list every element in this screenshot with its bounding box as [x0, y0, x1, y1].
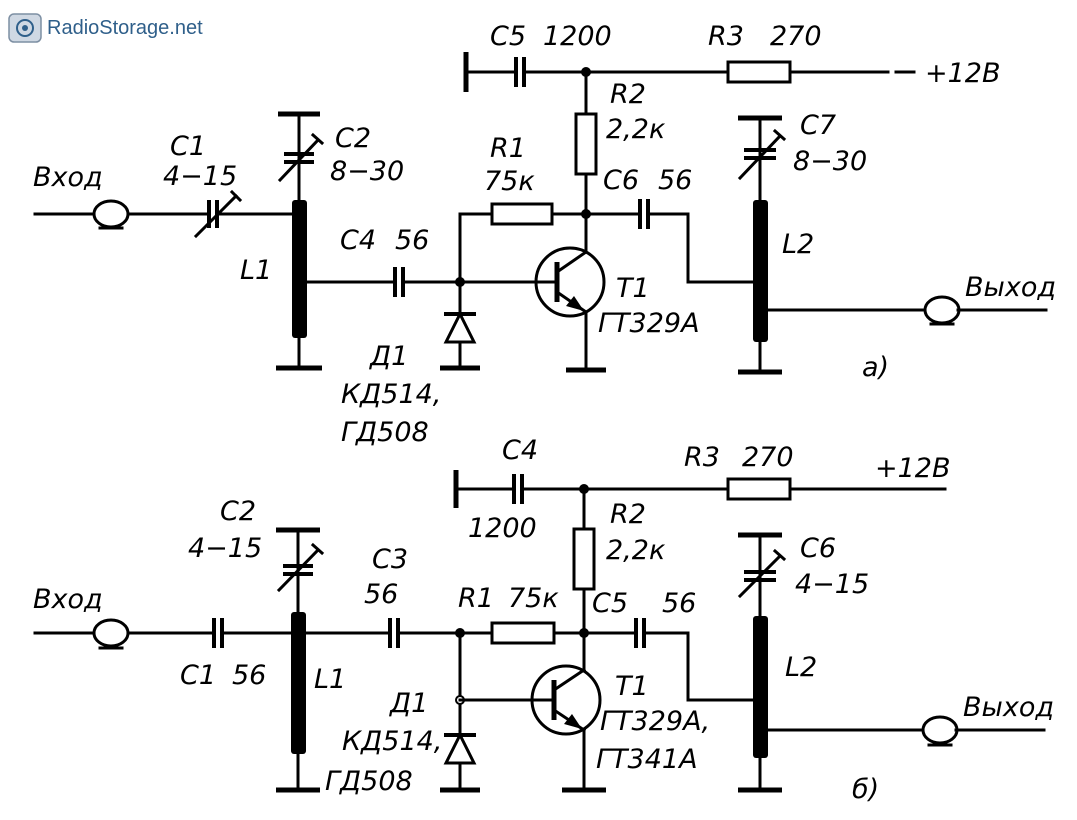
r2-label-b: R2 — [610, 499, 646, 530]
resistor-r3-a — [726, 60, 792, 84]
radio-storage-logo-icon — [8, 13, 42, 43]
t1-part2-b: ГТ341А — [596, 744, 698, 775]
t1-part1-b: ГТ329А, — [600, 706, 710, 737]
c2-label-b: C2 — [220, 496, 256, 527]
c3-label-b: C3 — [372, 544, 408, 575]
input-label-a: Вход — [33, 162, 103, 193]
watermark-text: RadioStorage.net — [47, 17, 203, 39]
c3-value-b: 56 — [364, 579, 398, 610]
c5-label-a: C5 — [490, 21, 526, 52]
t1-part-a: ГТ329А — [598, 308, 700, 339]
d1-part1-b: КД514, — [342, 726, 442, 757]
d1-part1-a: КД514, — [341, 379, 441, 410]
circuit-a: Вход C1 4−15 C2 8−30 L1 — [33, 21, 1056, 448]
output-connector-a[interactable] — [923, 295, 961, 326]
d1-label-b: Д1 — [389, 688, 428, 719]
c5-value-b: 56 — [662, 588, 696, 619]
r1-label-a: R1 — [490, 133, 526, 164]
r3-value-b: 270 — [742, 442, 794, 473]
coil-l2-b — [753, 616, 768, 758]
output-label-a: Выход — [965, 272, 1056, 303]
output-connector-b[interactable] — [921, 715, 959, 747]
c1-value-b: 56 — [232, 660, 266, 691]
d1-label-a: Д1 — [369, 341, 408, 372]
supply-label-b: +12В — [875, 453, 951, 484]
input-label-b: Вход — [33, 584, 103, 615]
r1-value-b: 75к — [508, 583, 559, 614]
c7-value-a: 8−30 — [793, 146, 867, 177]
coil-l1-b — [291, 612, 306, 754]
c6-value-a: 56 — [658, 165, 692, 196]
output-label-b: Выход — [963, 692, 1054, 723]
capacitor-c6-b — [737, 548, 787, 599]
coil-l2-a — [753, 200, 768, 342]
capacitor-c2-a — [277, 132, 325, 183]
r2-value-b: 2,2к — [606, 535, 666, 566]
c1-value-a: 4−15 — [163, 161, 237, 192]
input-connector-a[interactable] — [92, 199, 130, 230]
t1-label-a: T1 — [616, 273, 650, 304]
diode-d1-b — [443, 731, 477, 765]
c2-value-a: 8−30 — [330, 156, 404, 187]
d1-part2-b: ГД508 — [325, 766, 413, 797]
caption-a: а) — [862, 352, 889, 383]
r2-value-a: 2,2к — [606, 114, 666, 145]
resistor-r1-a — [490, 202, 554, 226]
c4-value-a: 56 — [395, 225, 429, 256]
transistor-t1-b — [530, 664, 602, 736]
c4-value-b: 1200 — [468, 513, 537, 544]
d1-part2-a: ГД508 — [341, 417, 429, 448]
diode-d1-a — [443, 310, 477, 344]
capacitor-c2-b — [276, 542, 325, 593]
capacitor-c7-a — [737, 128, 787, 181]
c4-label-a: C4 — [340, 225, 376, 256]
l2-label-b: L2 — [785, 652, 817, 683]
caption-b: б) — [852, 774, 879, 805]
r1-label-b: R1 — [458, 583, 494, 614]
supply-label-a: +12В — [925, 58, 1001, 89]
r1-value-a: 75к — [484, 166, 535, 197]
c2-value-b: 4−15 — [188, 533, 262, 564]
t1-label-b: T1 — [615, 671, 649, 702]
circuit-b: Вход C1 56 C2 4−15 L1 C3 56 — [33, 435, 1054, 805]
r3-value-a: 270 — [770, 21, 822, 52]
input-connector-b[interactable] — [92, 618, 130, 650]
r3-label-a: R3 — [708, 21, 744, 52]
resistor-r2-a — [574, 112, 598, 176]
c7-label-a: C7 — [800, 110, 836, 141]
c4-label-b: C4 — [502, 435, 538, 466]
l1-label-a: L1 — [240, 255, 272, 286]
c5-label-b: C5 — [592, 588, 628, 619]
c5-value-a: 1200 — [543, 21, 612, 52]
l2-label-a: L2 — [782, 229, 814, 260]
resistor-r3-b — [726, 477, 792, 501]
resistor-r2-b — [572, 527, 596, 591]
watermark: RadioStorage.net — [8, 13, 203, 43]
l1-label-b: L1 — [314, 664, 346, 695]
c6-label-b: C6 — [800, 533, 836, 564]
c1-label-b: C1 — [180, 660, 216, 691]
r2-label-a: R2 — [610, 79, 646, 110]
r3-label-b: R3 — [684, 442, 720, 473]
transistor-t1-a — [532, 246, 606, 318]
coil-l1-a — [292, 200, 307, 338]
c6-value-b: 4−15 — [795, 569, 869, 600]
resistor-r1-b — [490, 621, 556, 645]
c1-label-a: C1 — [170, 131, 206, 162]
c2-label-a: C2 — [335, 123, 371, 154]
c6-label-a: C6 — [603, 165, 639, 196]
